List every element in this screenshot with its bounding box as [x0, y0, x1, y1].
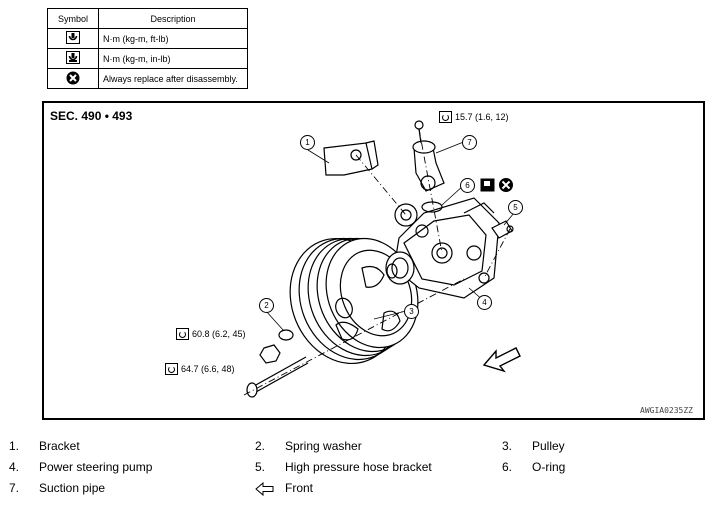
callout-2: 2 [259, 298, 274, 313]
diagram-frame: SEC. 490 • 493 [42, 101, 705, 420]
legend-header-row: Symbol Description [47, 8, 248, 29]
torque-label-washer: 60.8 (6.2, 45) [176, 328, 246, 340]
callout-6: 6 [460, 178, 475, 193]
callout-1: 1 [300, 135, 315, 150]
replace-after-disassembly-icon [499, 178, 513, 192]
o-ring-drawing [421, 201, 443, 213]
hose-bracket-drawing [491, 220, 514, 239]
bolt-drawing [253, 356, 309, 393]
front-arrow-icon [482, 347, 521, 373]
bracket-drawing [323, 140, 379, 176]
torque-label-bolt: 64.7 (6.6, 48) [165, 363, 235, 375]
torque-wrench-ftlb-icon [439, 111, 452, 123]
liquid-gasket-icon [480, 178, 495, 192]
torque-wrench-inlb-icon [66, 51, 80, 64]
torque-wrench-ftlb-icon [165, 363, 178, 375]
torque-wrench-ftlb-icon [176, 328, 189, 340]
torque-wrench-ftlb-icon [66, 31, 80, 44]
replace-after-disassembly-icon [66, 71, 80, 84]
legend-description: Always replace after disassembly. [98, 68, 248, 89]
pulley-drawing [289, 237, 419, 365]
callout-7: 7 [462, 135, 477, 150]
legend-row: Always replace after disassembly. [47, 68, 248, 89]
callout-3: 3 [404, 304, 419, 319]
pump-drawing [385, 197, 500, 299]
figure-code: AWGIA0235ZZ [640, 406, 693, 415]
o-ring-symbols [480, 178, 513, 192]
symbol-legend-table: Symbol Description N·m (kg-m, ft-lb) N·m… [47, 8, 248, 89]
legend-row: N·m (kg-m, ft-lb) [47, 28, 248, 49]
legend-row: N·m (kg-m, in-lb) [47, 48, 248, 69]
callout-5: 5 [508, 200, 523, 215]
front-arrow-icon [255, 482, 274, 496]
spring-washer-drawing [278, 329, 294, 341]
section-title: SEC. 490 • 493 [50, 109, 133, 123]
legend-description: N·m (kg-m, in-lb) [98, 48, 248, 69]
callout-4: 4 [477, 295, 492, 310]
torque-label-suction-pipe: 15.7 (1.6, 12) [439, 111, 509, 123]
legend-description: N·m (kg-m, ft-lb) [98, 28, 248, 49]
pump-exploded-view [243, 120, 521, 398]
nut-drawing [259, 344, 281, 364]
legend-header-description: Description [98, 8, 248, 29]
legend-header-symbol: Symbol [47, 8, 99, 29]
